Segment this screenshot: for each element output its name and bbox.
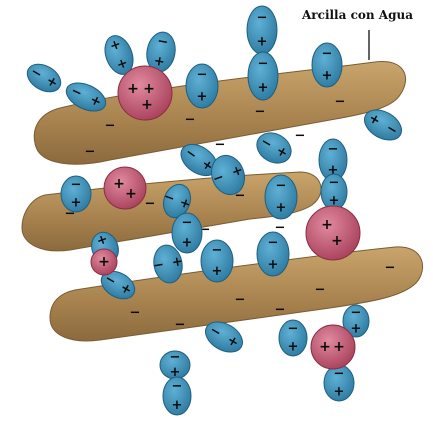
plus-sign: + (268, 258, 279, 273)
minus-sign: − (130, 306, 141, 321)
plus-sign: + (334, 385, 345, 400)
water-molecule: −+ (321, 174, 347, 210)
water-molecule: −+ (279, 320, 307, 356)
minus-sign: − (145, 197, 156, 212)
minus-sign: − (335, 95, 346, 110)
minus-sign: − (197, 68, 208, 83)
water-molecule: −+ (61, 176, 91, 212)
minus-sign: − (328, 142, 339, 157)
plus-sign: + (319, 339, 331, 355)
minus-sign: − (175, 318, 186, 333)
water-molecule: −+ (248, 52, 278, 100)
water-molecule: −+ (160, 350, 190, 380)
water-molecule: −+ (265, 175, 297, 219)
minus-sign: − (255, 105, 266, 120)
minus-sign: − (258, 57, 269, 72)
plus-sign: + (321, 217, 333, 233)
minus-sign: − (212, 243, 223, 258)
plus-sign: + (172, 398, 183, 413)
minus-sign: − (215, 138, 226, 153)
minus-sign: − (295, 129, 306, 144)
water-molecule: −+ (201, 240, 233, 282)
water-molecule: −+ (312, 43, 342, 87)
minus-sign: − (315, 283, 326, 298)
plus-sign: + (127, 81, 139, 97)
plus-sign: + (276, 201, 287, 216)
plus-sign: + (351, 322, 362, 337)
plus-sign: + (288, 340, 299, 355)
minus-sign: − (385, 261, 396, 276)
plus-sign: + (257, 35, 268, 50)
plus-sign: + (171, 254, 184, 271)
plus-sign: + (182, 236, 193, 251)
minus-sign: − (257, 11, 268, 26)
minus-sign: − (185, 113, 196, 128)
cation: ++ (306, 206, 360, 260)
minus-sign: − (170, 350, 181, 365)
minus-sign: − (329, 176, 340, 191)
water-molecule: −+ (22, 59, 65, 98)
minus-sign: − (351, 306, 362, 321)
cation: + (91, 249, 117, 275)
water-molecule: −+ (247, 6, 277, 54)
minus-sign: − (105, 119, 116, 134)
minus-sign: − (182, 216, 193, 231)
plus-sign: + (113, 176, 125, 192)
minus-sign: − (276, 179, 287, 194)
water-molecule: −+ (186, 64, 218, 108)
minus-sign: − (322, 47, 333, 62)
plus-sign: + (141, 97, 153, 113)
plus-sign: + (258, 81, 269, 96)
minus-sign: − (172, 379, 183, 394)
plus-sign: + (125, 186, 137, 202)
plus-sign: + (322, 69, 333, 84)
water-molecule: −+ (257, 232, 289, 276)
water-molecule: −+ (324, 365, 354, 401)
cation: +++ (118, 66, 172, 120)
minus-sign: − (235, 293, 246, 308)
plus-sign: + (331, 233, 343, 249)
minus-sign: − (85, 145, 96, 160)
plus-sign: + (212, 264, 223, 279)
diagram-label: Arcilla con Agua (302, 8, 413, 22)
cation: ++ (104, 167, 146, 209)
plus-sign: + (197, 90, 208, 105)
water-molecule: −+ (163, 377, 191, 415)
minus-sign: − (288, 322, 299, 337)
plus-sign: + (71, 196, 82, 211)
minus-sign: − (71, 178, 82, 193)
cation: ++ (311, 325, 355, 369)
plus-sign: + (333, 339, 345, 355)
minus-sign: − (268, 236, 279, 251)
water-molecule: −+ (172, 213, 202, 253)
minus-sign: − (275, 303, 286, 318)
plus-sign: + (143, 81, 155, 97)
plus-sign: + (98, 254, 110, 270)
